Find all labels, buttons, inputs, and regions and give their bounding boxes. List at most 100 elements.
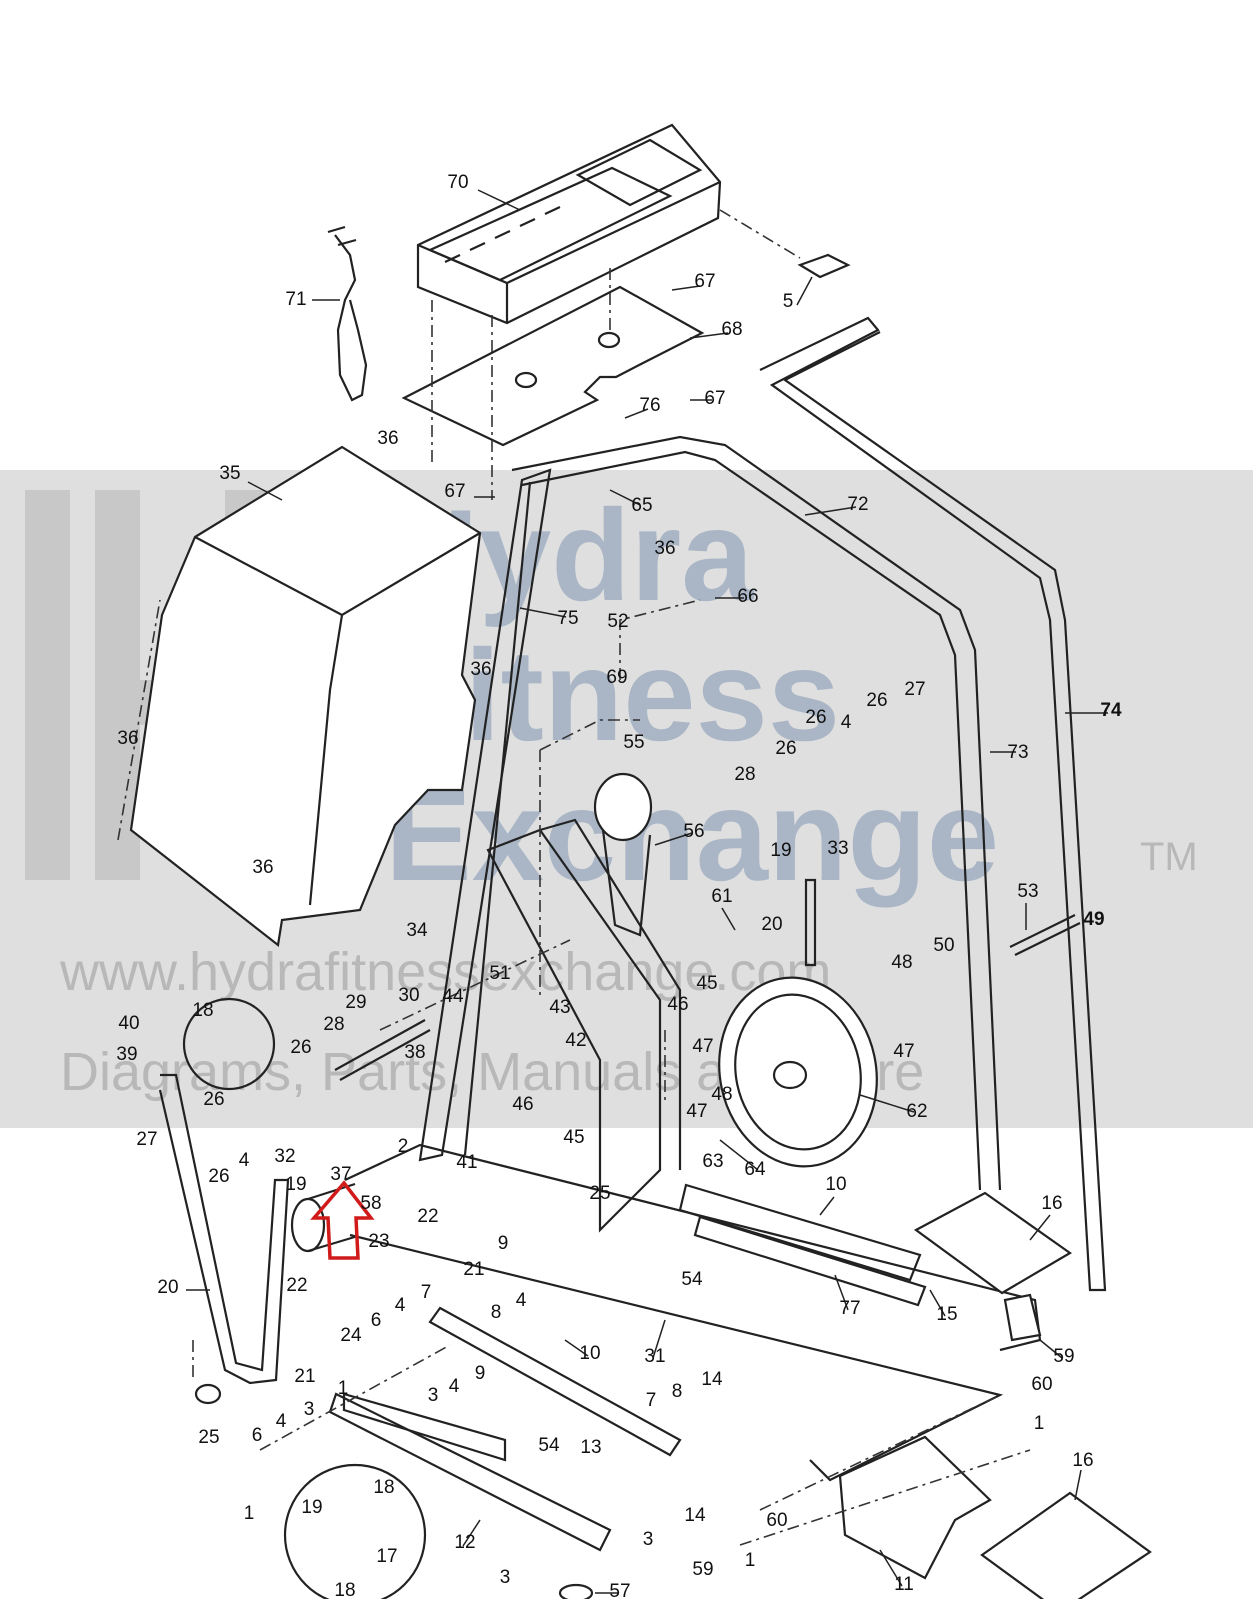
detail-circle-bottom <box>283 1463 427 1599</box>
part-label-51: 51 <box>489 963 510 984</box>
small-part-5 <box>797 253 851 279</box>
part-label-26e: 26 <box>203 1089 224 1110</box>
part-label-74: 74 <box>1100 700 1122 721</box>
part-label-4f: 4 <box>276 1411 287 1432</box>
part-label-2: 2 <box>398 1136 409 1157</box>
part-label-67a: 67 <box>694 271 715 292</box>
part-label-1d: 1 <box>745 1550 756 1571</box>
part-label-10b: 10 <box>579 1343 600 1364</box>
watermark: Hydra Fitness Exchange TM www.hydrafitne… <box>0 470 1253 1128</box>
watermark-tm: TM <box>1140 835 1198 879</box>
part-label-20a: 20 <box>761 914 782 935</box>
part-label-26a: 26 <box>866 690 887 711</box>
part-label-53: 53 <box>1017 881 1038 902</box>
part-label-35: 35 <box>219 463 240 484</box>
handlebar-assembly <box>511 316 1107 1292</box>
part-label-19a: 19 <box>770 840 791 861</box>
pulley-belt <box>601 829 652 937</box>
part-label-75: 75 <box>557 608 578 629</box>
part-label-7b: 7 <box>646 1390 657 1411</box>
part-label-31: 31 <box>644 1346 665 1367</box>
part-label-46a: 46 <box>667 994 688 1015</box>
part-label-39: 39 <box>116 1044 137 1065</box>
part-label-48a: 48 <box>891 952 912 973</box>
part-label-61: 61 <box>711 886 732 907</box>
part-label-22b: 22 <box>286 1275 307 1296</box>
part-label-23: 23 <box>368 1231 389 1252</box>
pedal-pivot-59 <box>1003 1293 1042 1342</box>
part-label-36d: 36 <box>117 728 138 749</box>
part-label-64: 64 <box>744 1159 766 1180</box>
part-label-43: 43 <box>549 997 570 1018</box>
part-label-25b: 25 <box>198 1427 219 1448</box>
part-label-67c: 67 <box>444 481 465 502</box>
part-label-25a: 25 <box>589 1183 610 1204</box>
flywheel-inner <box>734 993 862 1151</box>
part-label-12: 12 <box>454 1532 475 1553</box>
plate-boss-b <box>597 331 621 349</box>
part-label-27b: 27 <box>136 1129 157 1150</box>
hood-part <box>129 445 482 948</box>
part-label-46b: 46 <box>512 1094 533 1115</box>
part-label-4e: 4 <box>449 1376 460 1397</box>
pedal-plate-11 <box>838 1435 992 1580</box>
part-label-59a: 59 <box>1053 1346 1074 1367</box>
part-label-48b: 48 <box>711 1084 732 1105</box>
part-label-28b: 28 <box>323 1014 344 1035</box>
plate-boss-a <box>514 371 538 389</box>
part-label-59b: 59 <box>692 1559 713 1580</box>
part-label-44: 44 <box>442 986 464 1007</box>
part-label-67b: 67 <box>704 388 725 409</box>
part-label-4b: 4 <box>239 1150 250 1171</box>
part-label-4c: 4 <box>516 1290 527 1311</box>
part-label-36e: 36 <box>252 857 273 878</box>
part-label-3d: 3 <box>500 1567 511 1588</box>
part-label-16a: 16 <box>1041 1193 1062 1214</box>
part-label-13: 13 <box>580 1437 601 1458</box>
part-label-19c: 19 <box>301 1497 322 1518</box>
part-label-26c: 26 <box>775 738 796 759</box>
part-label-4d: 4 <box>395 1295 406 1316</box>
part-label-50: 50 <box>933 935 954 956</box>
part-label-26f: 26 <box>208 1166 229 1187</box>
part-label-57: 57 <box>609 1581 630 1599</box>
part-label-42: 42 <box>565 1030 586 1051</box>
part-label-15: 15 <box>936 1304 957 1325</box>
part-label-9b: 9 <box>475 1363 486 1384</box>
part-label-24: 24 <box>340 1325 362 1346</box>
part-label-55: 55 <box>623 732 644 753</box>
part-label-40: 40 <box>118 1013 139 1034</box>
part-label-16b: 16 <box>1072 1450 1093 1471</box>
part-label-18c: 18 <box>334 1580 355 1599</box>
watermark-line3: Exchange <box>385 762 999 908</box>
detail-circle-top <box>182 997 276 1091</box>
part-label-17: 17 <box>376 1546 397 1567</box>
part-label-21a: 21 <box>463 1259 484 1280</box>
part-label-21b: 21 <box>294 1366 315 1387</box>
pulley-part <box>593 772 653 842</box>
part-label-47c: 47 <box>686 1101 707 1122</box>
part-label-1b: 1 <box>1034 1413 1045 1434</box>
part-label-60b: 60 <box>766 1510 787 1531</box>
part-label-36b: 36 <box>654 538 675 559</box>
part-label-69: 69 <box>606 667 627 688</box>
part-label-14b: 14 <box>684 1505 706 1526</box>
pedal-lower <box>980 1491 1152 1599</box>
part-label-8a: 8 <box>491 1302 502 1323</box>
rod-53 <box>1009 914 1081 956</box>
cap-25 <box>194 1383 222 1405</box>
part-label-56: 56 <box>683 821 704 842</box>
cable-part <box>327 225 368 402</box>
part-label-77: 77 <box>839 1298 860 1319</box>
part-label-72: 72 <box>847 494 868 515</box>
spring-left <box>158 1073 290 1385</box>
leader-lines <box>186 189 1108 1594</box>
part-label-45b: 45 <box>563 1127 584 1148</box>
part-label-20b: 20 <box>157 1277 178 1298</box>
part-label-26d: 26 <box>290 1037 311 1058</box>
part-label-70: 70 <box>447 172 468 193</box>
part-label-34: 34 <box>406 920 428 941</box>
part-label-47a: 47 <box>692 1036 713 1057</box>
